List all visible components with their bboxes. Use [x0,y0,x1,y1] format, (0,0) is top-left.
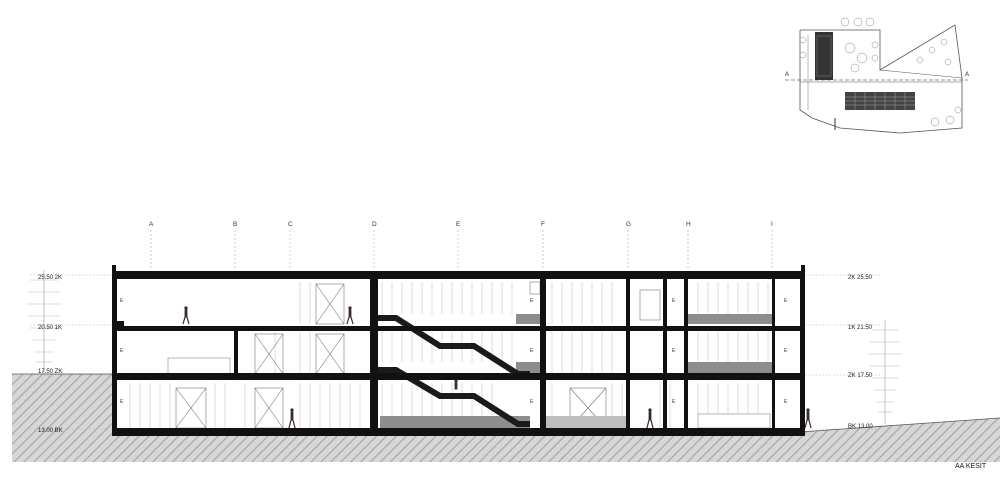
level-labels-right: 2K 25.50 1K 21.50 ZK 17.50 BK 13.00 [848,275,873,430]
svg-text:E: E [672,399,676,405]
level-label-right-bk: BK 13.00 [848,424,873,430]
svg-text:A: A [785,72,789,78]
axis-label-b: B [233,221,237,228]
level-label-left-bk: 13.00 BK [38,428,63,434]
grid-axis-labels: A B C D E F G H I [149,221,773,228]
svg-text:E: E [672,348,676,354]
axis-label-f: F [541,221,545,228]
svg-text:E: E [120,298,124,304]
axis-label-i: I [771,221,773,228]
glazing [129,282,769,428]
level-label-right-zk: ZK 17.50 [848,373,873,379]
level-label-left-zk: 17.50 ZK [38,369,62,375]
svg-text:E: E [530,298,534,304]
svg-text:E: E [530,348,534,354]
people [182,306,812,429]
grid-axis-lines [150,230,773,270]
svg-text:E: E [784,348,788,354]
floor-fills [380,314,772,428]
level-label-right-2k: 2K 25.50 [848,275,873,281]
structure [112,265,805,436]
svg-text:E: E [530,399,534,405]
tree-left [26,270,62,375]
ground [12,373,1000,462]
axis-label-c: C [288,221,293,228]
level-lines [30,274,880,430]
svg-text:E: E [120,348,124,354]
level-label-left-2k: 25.50 2K [38,275,62,281]
drawing-title: AA KESİT [955,461,987,470]
axis-label-d: D [372,221,377,228]
wall-tags: E E E E E E E E E E E E [120,298,788,405]
svg-text:A: A [965,72,969,78]
axis-label-g: G [626,221,631,228]
level-labels-left: 25.50 2K 20.50 1K 17.50 ZK 13.00 BK [38,275,63,434]
level-label-right-1k: 1K 21.50 [848,325,873,331]
doors [175,281,661,429]
svg-text:E: E [120,399,124,405]
svg-text:E: E [784,298,788,304]
axis-label-a: A [149,221,154,228]
axis-label-e: E [456,221,461,228]
svg-text:E: E [672,298,676,304]
svg-text:E: E [784,399,788,405]
level-label-left-1k: 20.50 1K [38,325,62,331]
axis-label-h: H [686,221,691,228]
tree-right [868,320,902,424]
